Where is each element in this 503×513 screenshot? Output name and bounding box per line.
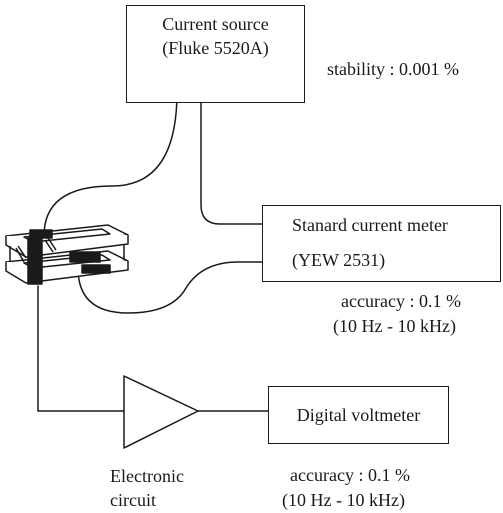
wire-coil-to-meter: [77, 261, 275, 314]
current-source-box: [126, 5, 305, 103]
wire-source-to-coil: [43, 91, 178, 237]
current-meter-model: (YEW 2531): [292, 250, 386, 270]
electronic-circuit-label-line1: Electronic: [110, 466, 184, 486]
voltmeter-name: Digital voltmeter: [296, 405, 421, 425]
amplifier-triangle: [123, 375, 199, 449]
current-source-name: Current source: [162, 14, 269, 34]
current-meter-range: (10 Hz - 10 kHz): [333, 316, 456, 336]
current-source-model: (Fluke 5520A): [162, 38, 269, 58]
coil-sensor-icon: [5, 224, 129, 285]
voltmeter-accuracy: accuracy : 0.1 %: [290, 465, 410, 485]
current-meter-box: [262, 205, 501, 282]
current-meter-accuracy: accuracy : 0.1 %: [341, 291, 461, 311]
current-source-stability: stability : 0.001 %: [327, 59, 459, 79]
current-meter-name: Stanard current meter: [292, 215, 448, 235]
wire-coil-to-amplifier: [37, 285, 125, 412]
electronic-circuit-label-line2: circuit: [110, 490, 156, 510]
voltmeter-range: (10 Hz - 10 kHz): [282, 490, 405, 510]
voltmeter-box: [268, 386, 449, 444]
wire-source-to-meter: [200, 91, 275, 225]
